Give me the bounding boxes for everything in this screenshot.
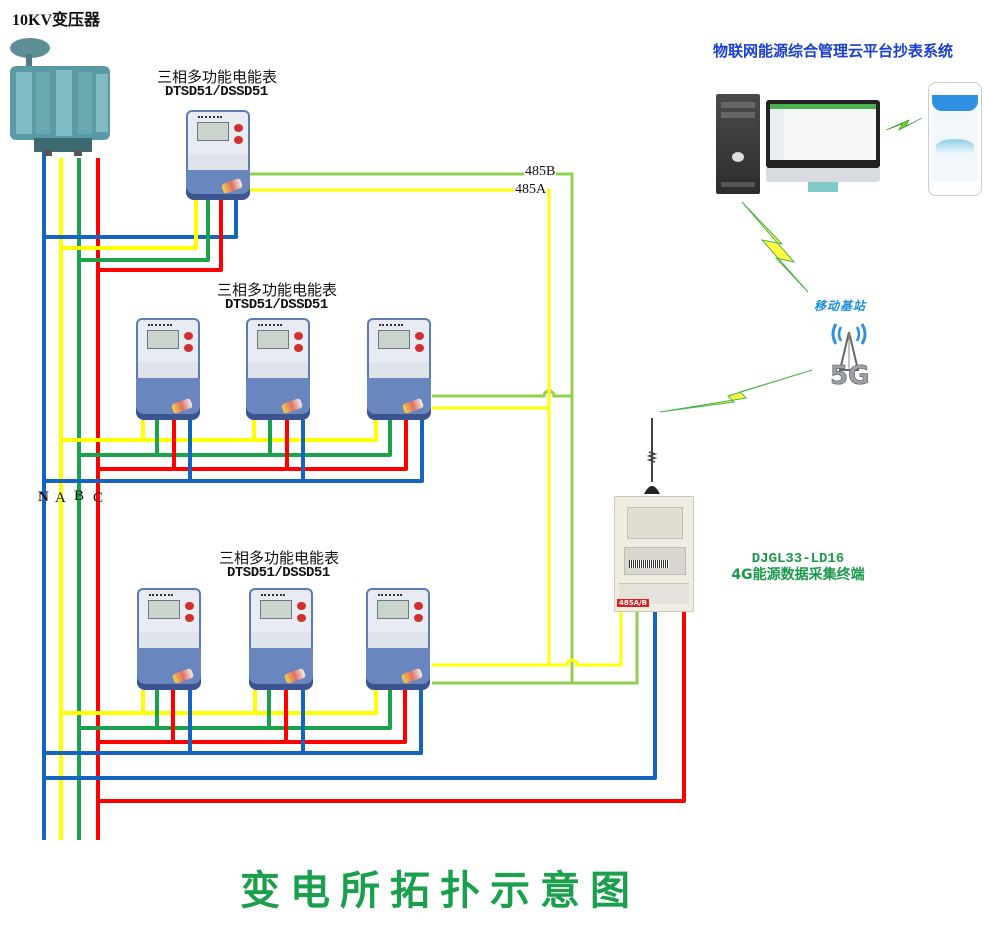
transformer-title: 10KV变压器 — [12, 12, 101, 29]
smartphone-icon — [928, 82, 982, 196]
wireless-bolt-pc-phone — [885, 117, 923, 131]
energy-meter — [186, 110, 250, 200]
g1-feeder-a — [61, 198, 198, 250]
energy-meter — [137, 588, 201, 690]
phase-label-a: A — [55, 490, 66, 506]
meter-group-1-model: DTSD51/DSSD51 — [165, 84, 268, 100]
g2-feeder-b — [79, 420, 392, 457]
meter-group-2-title: 三相多功能电能表 — [217, 281, 338, 299]
g1-feeder-b — [79, 198, 210, 262]
g2-feeder-a — [61, 420, 378, 442]
meter-group-1-title: 三相多功能电能表 — [157, 68, 278, 86]
g1-feeder-c — [98, 198, 223, 272]
terminal-label: DJGL33-LD16 4G能源数据采集终端 — [718, 551, 878, 583]
terminal-port-tag: 485A/B — [617, 599, 649, 607]
phase-label-c: C — [93, 490, 104, 506]
g1-feeder-n — [44, 198, 238, 239]
wireless-bolt-cloud-base — [741, 201, 809, 293]
energy-meter — [367, 318, 431, 420]
phase-label-n: N — [38, 489, 49, 505]
wireless-links — [659, 117, 923, 413]
antenna-icon — [640, 416, 664, 498]
energy-meter — [366, 588, 430, 690]
wireless-bolt-base-terminal — [659, 369, 813, 413]
g3-feeder-a — [61, 690, 378, 715]
base-station-5g-icon: 5G — [826, 318, 872, 391]
g3-feeder-c — [98, 690, 407, 744]
meter-group-3-model: DTSD51/DSSD51 — [227, 565, 330, 581]
terminal-feeder-n — [44, 612, 657, 780]
base-station-label: 移动基站 — [814, 299, 867, 313]
phase-label-b: B — [74, 488, 85, 504]
terminal-name: 4G能源数据采集终端 — [731, 567, 865, 583]
diagram-title: 变电所拓扑示意图 — [240, 867, 640, 914]
bus-485a-g3 — [432, 612, 623, 667]
base-station-5g-text: 5G — [830, 361, 869, 388]
bus-485a-g1 — [246, 188, 551, 665]
bus-485b-g3 — [432, 612, 639, 685]
energy-meter — [249, 588, 313, 690]
bus-485a-label: 485A — [514, 182, 548, 198]
server-icon — [716, 94, 760, 194]
g2-feeder-c — [98, 420, 408, 471]
g2-feeder-n — [44, 420, 424, 483]
energy-meter — [136, 318, 200, 420]
bus-485b-label: 485B — [524, 164, 557, 180]
g3-feeder-n — [44, 690, 423, 755]
meter-group-2-model: DTSD51/DSSD51 — [225, 297, 328, 313]
bus-485b-g2 — [432, 389, 572, 398]
g3-feeder-b — [79, 690, 392, 730]
monitor-icon — [766, 100, 880, 192]
cloud-platform-title: 物联网能源综合管理云平台抄表系统 — [713, 42, 954, 60]
terminal-model: DJGL33-LD16 — [751, 551, 845, 567]
data-collector-icon: 485A/B — [614, 496, 694, 612]
meter-group-3-title: 三相多功能电能表 — [219, 549, 340, 567]
terminal-feeder-c — [98, 612, 686, 803]
energy-meter — [246, 318, 310, 420]
transformer-icon — [4, 30, 112, 162]
bus-485b-g1 — [246, 172, 574, 683]
